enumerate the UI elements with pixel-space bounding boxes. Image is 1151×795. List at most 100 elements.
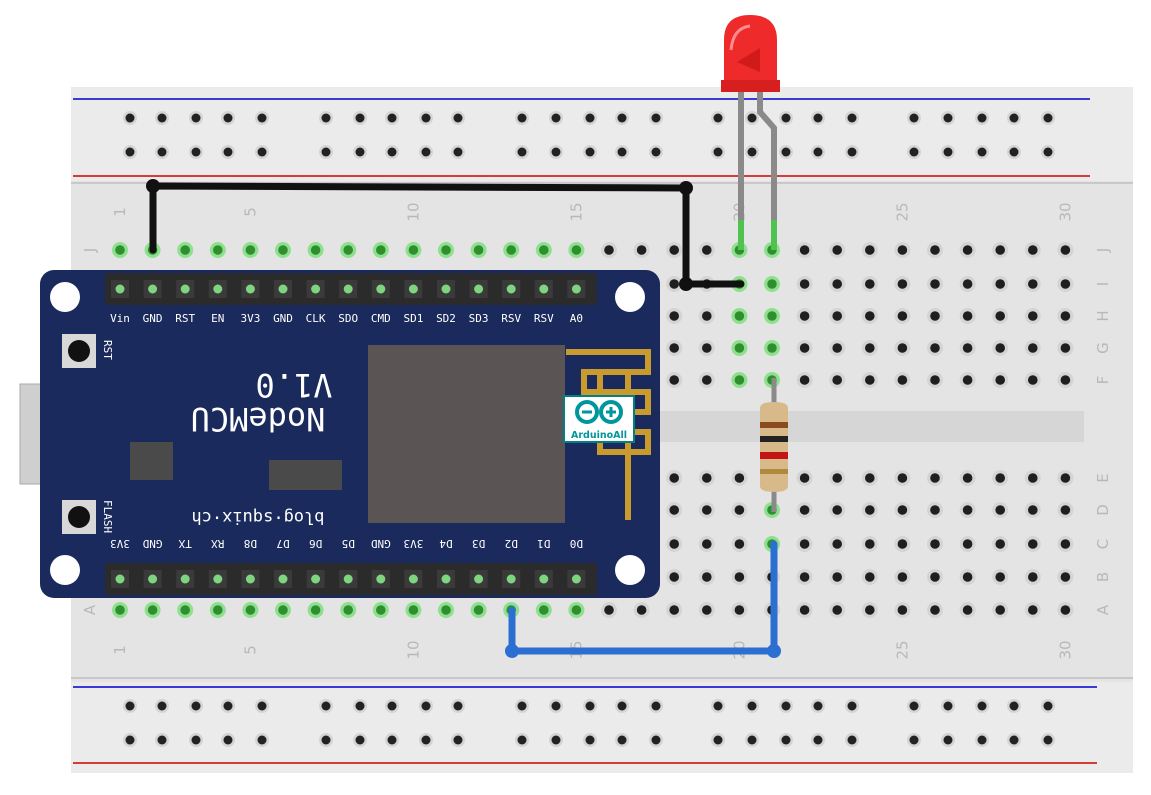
header-pin-contact <box>539 284 549 294</box>
rail-hole-center <box>223 147 233 157</box>
rail-hole-center <box>453 735 463 745</box>
breadboard-hole-center <box>669 539 679 549</box>
rail-hole-center <box>223 701 233 711</box>
breadboard-hole-center <box>897 245 908 255</box>
breadboard-hole-center <box>962 245 973 255</box>
signal-wire[interactable] <box>508 540 778 655</box>
pin-label-top: SD1 <box>403 312 423 325</box>
pin-label-bottom: D8 <box>244 537 257 550</box>
breadboard-hole-center <box>897 343 908 353</box>
breadboard-hole-center <box>408 605 419 615</box>
breadboard-hole-center <box>734 473 745 483</box>
pin-label-top: 3V3 <box>240 312 260 325</box>
nodemcu-board: RST FLASH ArduinoAll V1.0 NodeMCU blog·s… <box>19 270 660 598</box>
board-name: NodeMCU <box>191 400 326 438</box>
breadboard-hole-center <box>930 245 940 255</box>
breadboard-hole-center <box>441 245 451 255</box>
rail-hole-center <box>1009 147 1019 157</box>
breadboard-hole-center <box>1028 311 1038 321</box>
rail-hole-center <box>355 701 365 711</box>
breadboard-hole-center <box>1060 311 1071 321</box>
regulator-chip <box>269 460 342 490</box>
rail-hole-center <box>453 113 463 123</box>
breadboard-hole-center <box>865 572 875 582</box>
breadboard-hole-center <box>702 343 712 353</box>
flash-button-cap[interactable] <box>68 506 90 528</box>
reset-label: RST <box>101 340 114 360</box>
breadboard-hole-center <box>995 343 1005 353</box>
rail-hole-center <box>125 735 135 745</box>
header-pin-contact <box>539 574 549 584</box>
rail-hole-center <box>585 701 595 711</box>
rail-hole-center <box>847 701 857 711</box>
row-letter: J <box>81 248 99 253</box>
breadboard-hole-center <box>897 375 908 385</box>
pin-label-top: RSV <box>534 312 554 325</box>
breadboard-hole-center <box>995 539 1005 549</box>
wire-end <box>679 277 693 291</box>
row-letter: I <box>1094 282 1112 286</box>
red-led[interactable] <box>721 15 780 250</box>
header-pin-contact <box>571 284 581 294</box>
rail-hole-center <box>651 735 661 745</box>
rail-hole-center <box>517 113 527 123</box>
rail-hole-center <box>321 735 331 745</box>
breadboard-hole-center <box>1060 343 1071 353</box>
breadboard-hole-center <box>734 311 745 321</box>
wire-end <box>146 179 160 193</box>
reset-button-cap[interactable] <box>68 340 90 362</box>
breadboard-hole-center <box>376 605 386 615</box>
rail-hole-center <box>125 147 135 157</box>
breadboard-hole-center <box>734 605 745 615</box>
breadboard-hole-center <box>245 605 256 615</box>
breadboard-hole-center <box>962 279 973 289</box>
breadboard-hole-center <box>799 279 810 289</box>
rail-hole-center <box>321 701 331 711</box>
rail-hole-center <box>977 147 987 157</box>
breadboard-hole-center <box>213 245 223 255</box>
row-letter: C <box>1094 539 1112 549</box>
rail-hole-center <box>517 147 527 157</box>
rail-hole-center <box>421 147 431 157</box>
breadboard-hole-center <box>376 245 386 255</box>
breadboard-hole-center <box>995 605 1005 615</box>
resistor[interactable] <box>760 378 788 512</box>
rail-hole-center <box>747 735 757 745</box>
breadboard-hole-center <box>1060 245 1071 255</box>
breadboard-hole-center <box>962 539 973 549</box>
breadboard-hole-center <box>310 245 321 255</box>
breadboard-hole-center <box>702 311 712 321</box>
header-pin-contact <box>506 284 516 294</box>
pin-label-bottom: D5 <box>342 537 355 550</box>
breadboard-hole-center <box>832 473 842 483</box>
column-number: 10 <box>404 640 422 659</box>
breadboard-hole-center <box>799 473 810 483</box>
rail-hole-center <box>387 735 397 745</box>
breadboard-hole-center <box>343 245 354 255</box>
rail-hole-center <box>977 735 987 745</box>
pin-label-top: SD3 <box>469 312 489 325</box>
breadboard-hole-center <box>636 245 647 255</box>
breadboard-hole-center <box>865 539 875 549</box>
column-number: 30 <box>1056 202 1074 221</box>
header-pin-contact <box>408 284 418 294</box>
row-letter: A <box>81 604 99 615</box>
pin-label-top: EN <box>211 312 224 325</box>
header-pin-contact <box>148 284 158 294</box>
breadboard-hole-center <box>767 311 777 321</box>
breadboard-hole-center <box>473 245 484 255</box>
header-pin-contact <box>115 574 125 584</box>
rail-hole-center <box>421 701 431 711</box>
breadboard-hole-center <box>571 245 582 255</box>
rail-hole-center <box>1009 113 1019 123</box>
header-pin-contact <box>278 574 288 584</box>
rail-hole-center <box>713 147 723 157</box>
row-letter: B <box>1094 572 1112 582</box>
rail-hole-center <box>1043 701 1053 711</box>
breadboard-hole-center <box>962 343 973 353</box>
breadboard-hole-center <box>865 279 875 289</box>
breadboard-hole-center <box>930 539 940 549</box>
breadboard-hole-center <box>897 311 908 321</box>
rail-hole-center <box>257 113 267 123</box>
